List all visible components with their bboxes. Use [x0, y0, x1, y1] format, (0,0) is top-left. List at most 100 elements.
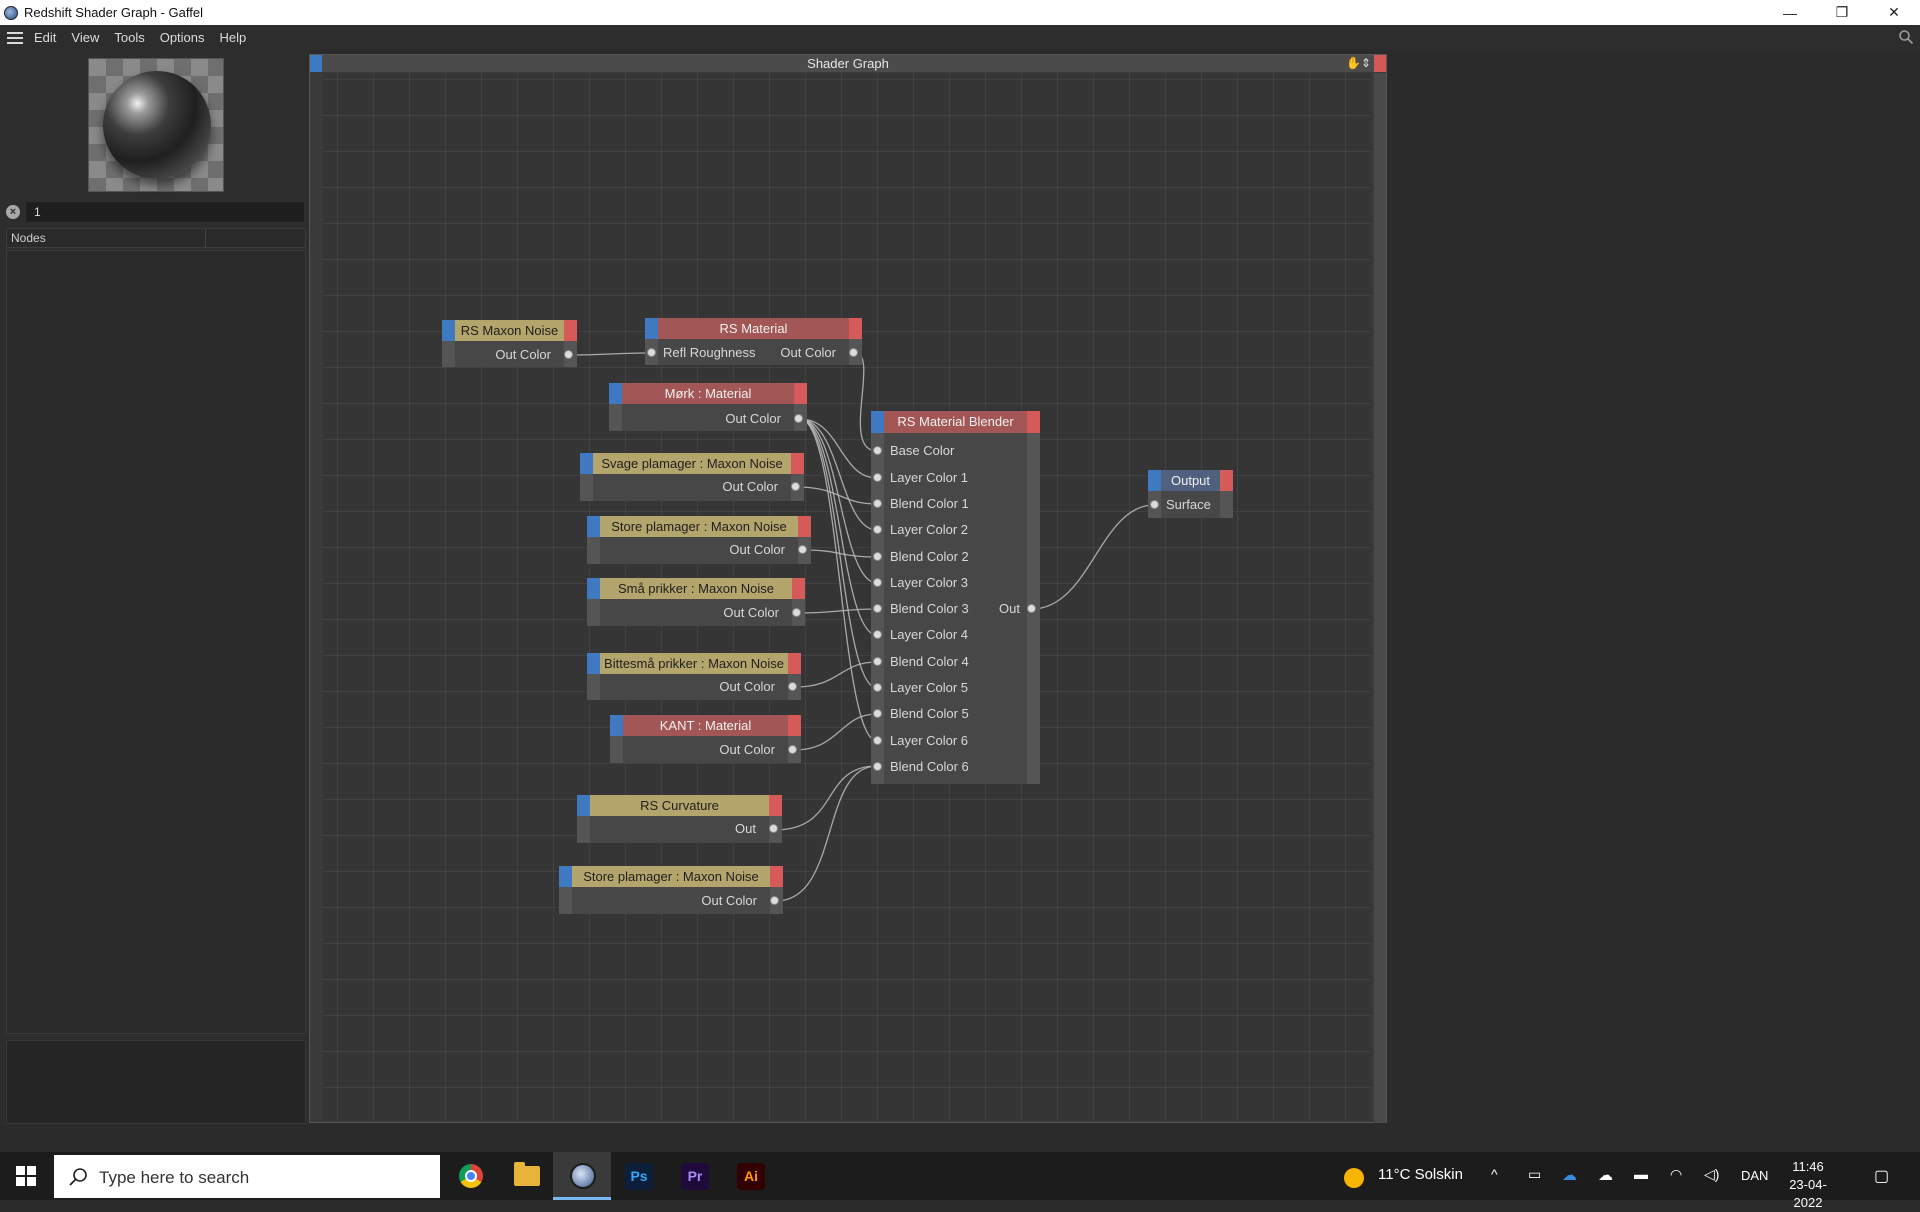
file-explorer-icon[interactable] — [511, 1160, 543, 1192]
input-port-blend-color-1[interactable] — [873, 499, 882, 508]
node-smaa-prikker[interactable]: Små prikker : Maxon Noise Out Color — [587, 578, 805, 626]
output-port[interactable] — [788, 745, 797, 754]
input-port-layer-color-1[interactable] — [873, 473, 882, 482]
node-rs-maxon-noise[interactable]: RS Maxon Noise Out Color — [442, 320, 577, 367]
port-label-layer-color-6: Layer Color 6 — [890, 733, 969, 748]
output-port[interactable] — [798, 545, 807, 554]
windows-start-icon[interactable] — [16, 1166, 36, 1186]
port-label-out-color: Out Color — [725, 411, 781, 426]
input-port-surface[interactable] — [1150, 500, 1159, 509]
node-rs-material-blender[interactable]: RS Material Blender Base Color Layer Col… — [871, 411, 1040, 784]
input-port-blend-color-5[interactable] — [873, 709, 882, 718]
output-port[interactable] — [792, 608, 801, 617]
menu-edit[interactable]: Edit — [34, 30, 57, 45]
node-store-plamager-1[interactable]: Store plamager : Maxon Noise Out Color — [587, 516, 811, 564]
node-title: RS Material — [658, 318, 849, 339]
cinema4d-app-icon — [4, 5, 18, 20]
menu-tools[interactable]: Tools — [114, 30, 145, 45]
weather-text[interactable]: 11°C Solskin — [1378, 1166, 1463, 1183]
input-port-base-color[interactable] — [873, 446, 882, 455]
chrome-icon[interactable] — [455, 1160, 487, 1192]
nodes-column-header[interactable]: Nodes — [7, 229, 206, 247]
menu-options[interactable]: Options — [159, 30, 205, 45]
meet-now-icon[interactable]: ▭ — [1528, 1166, 1542, 1182]
output-port[interactable] — [849, 348, 858, 357]
volume-icon[interactable]: ◁) — [1704, 1166, 1720, 1182]
graph-canvas[interactable] — [323, 73, 1371, 1120]
tray-chevron-up-icon[interactable]: ^ — [1491, 1166, 1498, 1182]
node-bittesmaa-prikker[interactable]: Bittesmå prikker : Maxon Noise Out Color — [587, 653, 801, 700]
input-port-layer-color-6[interactable] — [873, 736, 882, 745]
node-store-plamager-2[interactable]: Store plamager : Maxon Noise Out Color — [559, 866, 783, 914]
hamburger-menu-icon[interactable] — [7, 31, 23, 44]
taskbar-clock[interactable]: 11:46 23-04-2022 — [1778, 1158, 1838, 1212]
output-port[interactable] — [794, 414, 803, 423]
input-port-layer-color-5[interactable] — [873, 683, 882, 692]
node-output[interactable]: Output Surface — [1148, 470, 1233, 518]
hand-icon[interactable]: ✋ — [1346, 56, 1361, 70]
node-title: Store plamager : Maxon Noise — [572, 866, 770, 887]
search-icon[interactable] — [1898, 29, 1914, 45]
output-port[interactable] — [564, 350, 573, 359]
node-title: RS Material Blender — [884, 411, 1027, 433]
photoshop-icon[interactable]: Ps — [623, 1160, 655, 1192]
taskbar-search-box[interactable]: Type here to search — [54, 1155, 440, 1198]
port-label-surface: Surface — [1166, 497, 1211, 512]
onedrive-blue-icon[interactable]: ☁ — [1562, 1167, 1577, 1184]
node-rs-curvature[interactable]: RS Curvature Out — [577, 795, 782, 843]
menu-help[interactable]: Help — [219, 30, 247, 45]
input-port-blend-color-2[interactable] — [873, 552, 882, 561]
clear-filter-icon[interactable]: × — [6, 205, 20, 219]
input-port-layer-color-2[interactable] — [873, 525, 882, 534]
input-port-blend-color-3[interactable] — [873, 604, 882, 613]
nodes-list[interactable] — [6, 250, 306, 1034]
windows-taskbar: Type here to search Ps Pr Ai 11°C Solski… — [0, 1152, 1920, 1210]
preview-sphere — [103, 71, 211, 179]
port-label-out-color: Out Color — [723, 605, 779, 620]
onedrive-white-icon[interactable]: ☁ — [1598, 1167, 1613, 1184]
input-port-layer-color-4[interactable] — [873, 630, 882, 639]
maximize-button[interactable]: ❐ — [1835, 4, 1849, 20]
cinema4d-icon[interactable] — [567, 1160, 599, 1192]
node-mork-material[interactable]: Mørk : Material Out Color — [609, 383, 807, 431]
node-title: RS Curvature — [590, 795, 769, 816]
menu-view[interactable]: View — [71, 30, 100, 45]
fit-icon[interactable]: ⇕ — [1360, 56, 1372, 70]
node-rs-material[interactable]: RS Material Refl Roughness Out Color — [645, 318, 862, 365]
language-indicator[interactable]: DAN — [1741, 1168, 1769, 1183]
node-filter-input[interactable] — [26, 202, 304, 222]
window-title: Redshift Shader Graph - Gaffel — [24, 5, 203, 20]
output-port[interactable] — [791, 482, 800, 491]
window-controls: — ❐ ✕ — [1764, 0, 1920, 25]
battery-icon[interactable]: ▬ — [1634, 1166, 1648, 1182]
port-label-out: Out — [999, 601, 1020, 616]
port-label-out: Out — [735, 821, 756, 836]
port-label-out-color: Out Color — [495, 347, 551, 362]
wifi-icon[interactable]: ◠ — [1670, 1166, 1683, 1182]
output-port[interactable] — [770, 896, 779, 905]
menu-bar: Edit View Tools Options Help — [0, 25, 1920, 50]
illustrator-icon[interactable]: Ai — [735, 1160, 767, 1192]
node-svage-plamager[interactable]: Svage plamager : Maxon Noise Out Color — [580, 453, 804, 501]
notifications-icon[interactable]: ▢ — [1874, 1168, 1890, 1185]
node-kant-material[interactable]: KANT : Material Out Color — [610, 715, 801, 763]
port-label-layer-color-3: Layer Color 3 — [890, 575, 969, 590]
port-label-blend-color-3: Blend Color 3 — [890, 601, 969, 616]
node-title: Bittesmå prikker : Maxon Noise — [600, 653, 788, 674]
port-label-out-color: Out Color — [701, 893, 757, 908]
output-port[interactable] — [769, 824, 778, 833]
premiere-icon[interactable]: Pr — [679, 1160, 711, 1192]
input-port-blend-color-4[interactable] — [873, 657, 882, 666]
port-label-out-color: Out Color — [780, 345, 836, 360]
filter-row: × — [0, 202, 306, 222]
input-port-layer-color-3[interactable] — [873, 578, 882, 587]
clock-date: 23-04-2022 — [1789, 1177, 1827, 1210]
close-button[interactable]: ✕ — [1888, 4, 1900, 20]
node-title: Mørk : Material — [622, 383, 794, 404]
input-port-blend-color-6[interactable] — [873, 762, 882, 771]
output-port-out[interactable] — [1027, 604, 1036, 613]
output-port[interactable] — [788, 682, 797, 691]
weather-sun-icon[interactable] — [1344, 1168, 1364, 1188]
minimize-button[interactable]: — — [1783, 4, 1797, 21]
input-port[interactable] — [647, 348, 656, 357]
